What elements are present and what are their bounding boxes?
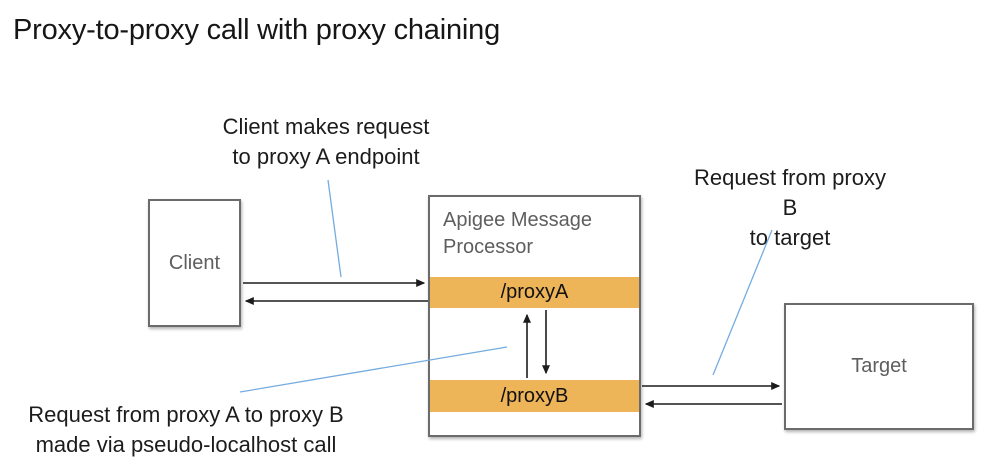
- proxyb-endpoint-bar: /proxyB: [430, 380, 639, 412]
- proxya-endpoint-bar: /proxyA: [430, 277, 639, 308]
- message-processor-node: Apigee Message Processor /proxyA /proxyB: [428, 195, 641, 437]
- proxya-endpoint-label: /proxyA: [500, 281, 569, 303]
- message-processor-label: Apigee Message Processor: [443, 209, 592, 258]
- proxyb-endpoint-label: /proxyB: [500, 384, 569, 407]
- annotation-client-request: Client makes request to proxy A endpoint: [222, 114, 430, 169]
- diagram-title: Proxy-to-proxy call with proxy chaining: [13, 14, 500, 46]
- annotation-localhost-call: Request from proxy A to proxy B made via…: [28, 402, 344, 457]
- client-node: Client: [148, 199, 241, 327]
- annotation-line-client-request: [327, 179, 342, 278]
- annotation-target-request: Request from proxy B to target: [694, 165, 886, 250]
- target-node: Target: [784, 303, 974, 430]
- client-node-label: Client: [168, 251, 221, 274]
- target-node-label: Target: [851, 355, 907, 377]
